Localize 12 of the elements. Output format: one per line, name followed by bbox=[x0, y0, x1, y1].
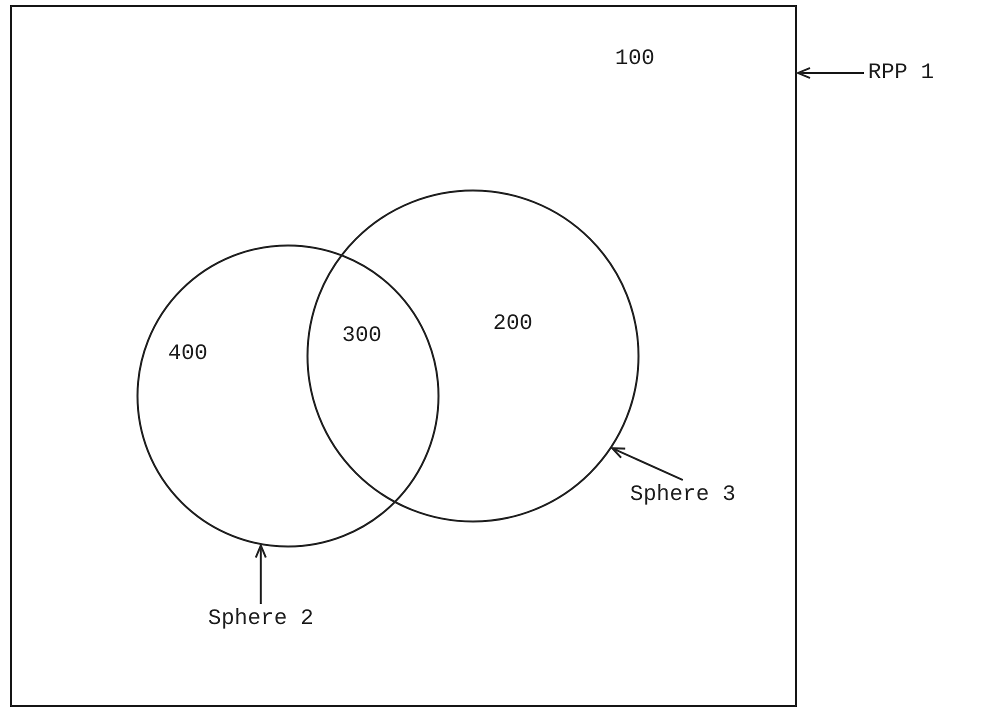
part-label: RPP 1 bbox=[868, 62, 934, 84]
leader-line bbox=[254, 544, 267, 604]
sphere-outline bbox=[136, 244, 440, 548]
leader-line bbox=[797, 67, 864, 79]
leader-line bbox=[611, 447, 684, 481]
rectangle-outline bbox=[10, 5, 797, 707]
part-label: Sphere 2 bbox=[208, 608, 314, 630]
region-number: 300 bbox=[342, 325, 382, 347]
region-number: 100 bbox=[615, 48, 655, 70]
region-number: 200 bbox=[493, 313, 533, 335]
part-label: Sphere 3 bbox=[630, 484, 736, 506]
region-number: 400 bbox=[168, 343, 208, 365]
